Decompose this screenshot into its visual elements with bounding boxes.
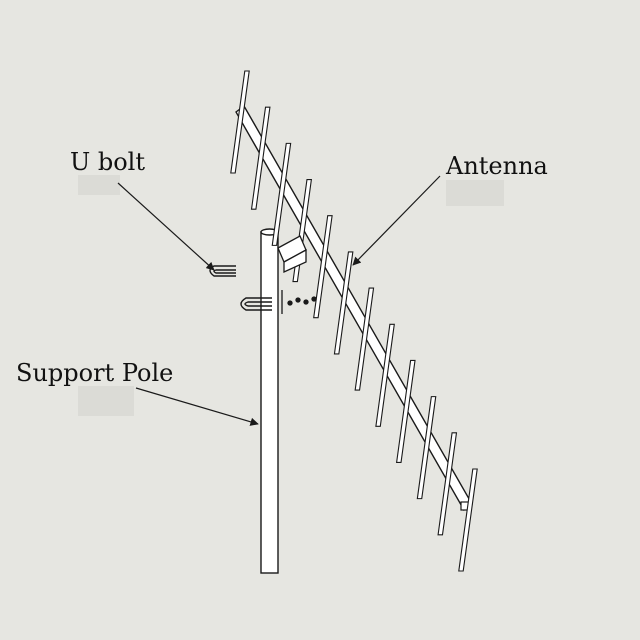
leader-arrows (117, 175, 441, 426)
support-pole-label-bg (78, 386, 134, 416)
u-bolt-upper (209, 265, 236, 277)
mounting-bracket (277, 235, 317, 314)
antenna-elements (230, 70, 478, 572)
u-bolt-label-bg (78, 175, 120, 195)
antenna-element (375, 323, 395, 427)
support-pole-label: Support Pole (16, 359, 174, 387)
antenna-label: Antenna (446, 152, 548, 180)
antenna-element (250, 106, 271, 210)
antenna-element (271, 142, 292, 246)
antenna-element (313, 215, 333, 319)
u-bolt-arrow (117, 182, 215, 271)
antenna-element (416, 396, 437, 500)
antenna-element (333, 251, 354, 355)
antenna-element (230, 70, 250, 174)
antenna-element (395, 359, 416, 464)
support-pole-arrow (135, 387, 259, 426)
support-pole (260, 228, 279, 574)
antenna-label-bg (446, 180, 504, 206)
antenna-element (437, 432, 458, 536)
antenna-element (458, 468, 478, 572)
u-bolt-lower (240, 297, 272, 311)
antenna-arrow (352, 175, 441, 266)
u-bolt-label: U bolt (70, 148, 145, 176)
antenna-element (354, 287, 375, 391)
